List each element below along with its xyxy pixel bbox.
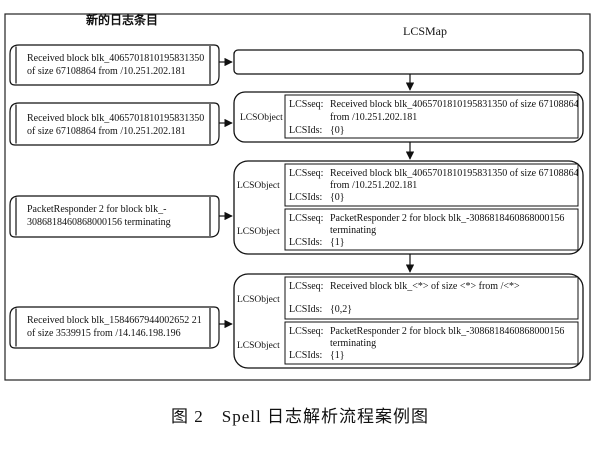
lcs-object-box	[284, 208, 579, 251]
figure-caption: 图 2 Spell 日志解析流程案例图	[0, 402, 600, 427]
figure-number: 图 2	[171, 407, 204, 426]
scroll-shape	[9, 306, 220, 349]
lcs-seq-prefix: LCSseq:	[289, 213, 323, 224]
lcs-object: LCSObject LCSseq: Received block blk_406…	[240, 94, 579, 139]
lcs-ids-prefix: LCSIds:	[289, 304, 322, 315]
lcs-object-label: LCSObject	[240, 113, 283, 123]
lcs-object: LCSObject LCSseq: PacketResponder 2 for …	[237, 208, 579, 251]
lcs-ids-value: {0,2}	[330, 304, 352, 315]
lcs-object-label: LCSObject	[237, 227, 280, 237]
spell-parsing-diagram: 新的日志条目 LCSMap Received block blk_4065701…	[4, 12, 591, 381]
lcs-ids-value: {0}	[330, 125, 345, 136]
lcs-seq-line: Received block blk_4065701810195831350 o…	[330, 99, 579, 110]
diagram-frame	[4, 13, 591, 381]
lcs-object-label: LCSObject	[237, 341, 280, 351]
figure-title: Spell 日志解析流程案例图	[221, 407, 429, 426]
lcs-seq-line: from /10.251.202.181	[330, 112, 417, 123]
log-entry: PacketResponder 2 for block blk_- 308681…	[9, 195, 220, 238]
scroll-shape	[9, 44, 220, 86]
log-text-line: of size 67108864 from /10.251.202.181	[27, 66, 186, 77]
log-text-line: Received block blk_1584667944002652 21	[27, 315, 202, 326]
lcs-seq-line: PacketResponder 2 for block blk_-3086818…	[330, 326, 564, 337]
lcsmap-container	[233, 91, 584, 143]
lcs-seq-prefix: LCSseq:	[289, 168, 323, 179]
lcsmap-state: LCSObject LCSseq: Received block blk_406…	[233, 160, 584, 255]
scroll-shape	[9, 195, 220, 238]
log-entry: Received block blk_1584667944002652 21 o…	[9, 306, 220, 349]
lcs-object-label: LCSObject	[237, 181, 280, 191]
lcsmap-container	[233, 160, 584, 255]
scroll-shape	[9, 102, 220, 146]
log-text-line: Received block blk_4065701810195831350	[27, 53, 204, 64]
lcs-ids-value: {1}	[330, 350, 345, 361]
lcs-ids-prefix: LCSIds:	[289, 350, 322, 361]
lcsmap-state: LCSObject LCSseq: Received block blk_406…	[233, 91, 584, 143]
lcs-object-box	[284, 321, 579, 365]
lcs-object: LCSObject LCSseq: PacketResponder 2 for …	[237, 321, 579, 365]
lcs-seq-line: terminating	[330, 338, 376, 349]
lcsmap-state: LCSObject LCSseq: Received block blk_<*>…	[233, 273, 584, 369]
lcs-object: LCSObject LCSseq: Received block blk_<*>…	[237, 276, 579, 320]
lcs-seq-line: Received block blk_4065701810195831350 o…	[330, 168, 579, 179]
lcs-object-box	[284, 276, 579, 320]
lcs-seq-line: PacketResponder 2 for block blk_-3086818…	[330, 213, 564, 224]
log-entry: Received block blk_4065701810195831350 o…	[9, 44, 220, 86]
lcsmap-header: LCSMap	[403, 24, 447, 38]
lcs-ids-value: {0}	[330, 192, 345, 203]
lcs-ids-prefix: LCSIds:	[289, 192, 322, 203]
lcs-seq-line: terminating	[330, 225, 376, 236]
lcs-ids-prefix: LCSIds:	[289, 237, 322, 248]
log-text-line: of size 67108864 from /10.251.202.181	[27, 126, 186, 137]
lcs-seq-prefix: LCSseq:	[289, 326, 323, 337]
lcsmap-container	[233, 273, 584, 369]
lcsmap-state-empty	[233, 49, 584, 75]
lcs-object-box	[284, 163, 579, 207]
lcs-seq-line: Received block blk_<*> of size <*> from …	[330, 281, 520, 292]
lcs-object-box	[284, 94, 579, 139]
lcs-object-label: LCSObject	[237, 295, 280, 305]
log-text-line: PacketResponder 2 for block blk_-	[27, 204, 166, 215]
log-column-header: 新的日志条目	[86, 12, 158, 27]
log-text-line: Received block blk_4065701810195831350	[27, 113, 204, 124]
lcs-ids-value: {1}	[330, 237, 345, 248]
lcs-object: LCSObject LCSseq: Received block blk_406…	[237, 163, 579, 207]
lcs-ids-prefix: LCSIds:	[289, 125, 322, 136]
log-entry: Received block blk_4065701810195831350 o…	[9, 102, 220, 146]
log-text-line: of size 3539915 from /14.146.198.196	[27, 328, 181, 339]
lcs-seq-prefix: LCSseq:	[289, 99, 323, 110]
lcs-seq-line: from /10.251.202.181	[330, 180, 417, 191]
log-text-line: 3086818460868000156 terminating	[27, 217, 171, 228]
lcs-seq-prefix: LCSseq:	[289, 281, 323, 292]
